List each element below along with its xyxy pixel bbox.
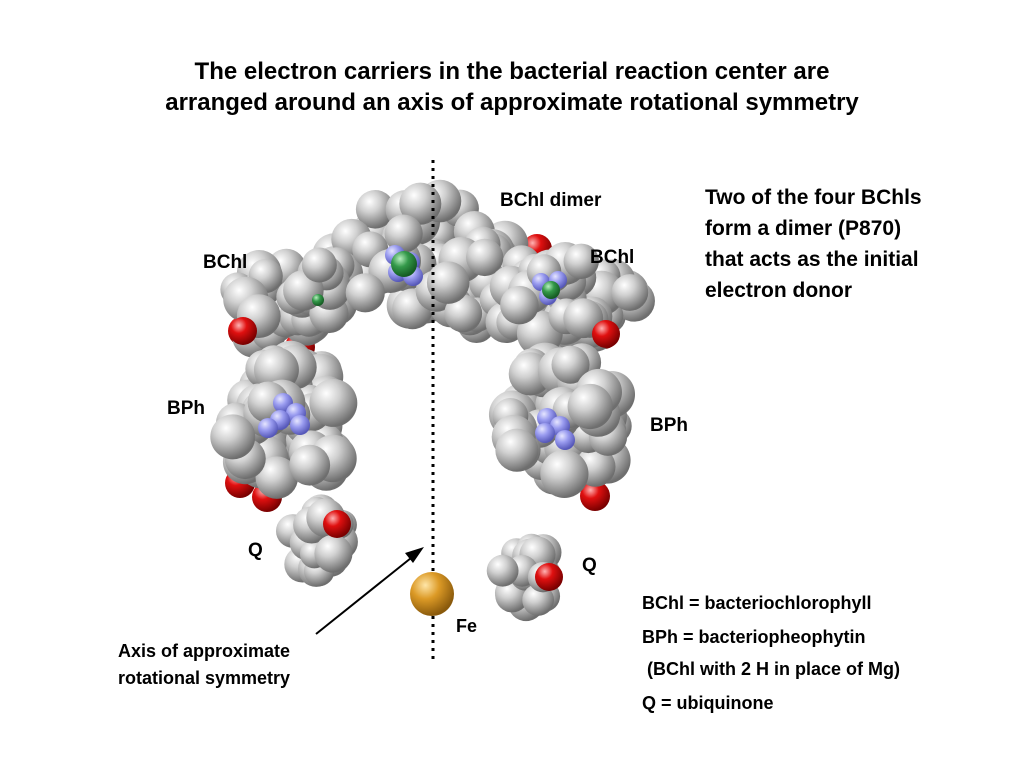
- carbon-atom: [289, 444, 331, 486]
- carbon-atom: [486, 554, 519, 587]
- carbon-atom: [255, 456, 299, 499]
- key-bph: BPh = bacteriopheophytin: [642, 627, 866, 647]
- label-bchl-dimer: BChl dimer: [500, 190, 602, 211]
- key-q: Q = ubiquinone: [642, 693, 774, 713]
- carbon-atom: [355, 189, 395, 229]
- note-line-4: electron donor: [705, 279, 853, 302]
- nitrogen-atom: [258, 418, 278, 438]
- axis-caption-line-2: rotational symmetry: [117, 668, 291, 688]
- magnesium-atom: [542, 281, 560, 299]
- carbon-atom: [301, 247, 337, 283]
- iron-atom: [410, 572, 454, 616]
- dimer-note: Two of the four BChls form a dimer (P870…: [705, 182, 1005, 306]
- carbon-atom: [567, 383, 613, 430]
- label-bph-right: BPh: [650, 415, 688, 436]
- nitrogen-atom: [535, 423, 555, 443]
- carbon-atom: [563, 298, 604, 339]
- oxygen-atom: [580, 481, 610, 511]
- label-q-right: Q: [582, 555, 597, 576]
- carbon-atom: [345, 273, 385, 313]
- carbon-atom: [540, 449, 589, 498]
- note-line-1: Two of the four BChls: [705, 186, 922, 209]
- carbon-atom: [426, 261, 470, 304]
- oxygen-atom: [229, 317, 257, 345]
- note-line-2: form a dimer (P870): [705, 217, 902, 240]
- carbon-atom: [314, 534, 353, 573]
- carbon-atom: [611, 274, 649, 311]
- oxygen-atom: [592, 320, 620, 348]
- carbon-atom: [444, 294, 483, 333]
- label-bph-left: BPh: [167, 398, 205, 419]
- carbon-atom: [500, 285, 539, 325]
- magnesium-atom: [391, 251, 417, 277]
- nitrogen-atom: [555, 430, 575, 450]
- note-line-3: that acts as the initial: [705, 248, 919, 271]
- nitrogen-atom: [290, 415, 310, 435]
- magnesium-atom: [312, 294, 324, 306]
- slide-title: The electron carriers in the bacterial r…: [0, 56, 1024, 118]
- carbon-atom: [563, 243, 599, 279]
- label-bchl-left: BChl: [203, 252, 248, 273]
- carbon-atom: [466, 238, 504, 277]
- axis-arrow: [315, 547, 424, 635]
- oxygen-atom: [323, 510, 351, 538]
- carbon-atom: [495, 428, 539, 472]
- key-bph-note: (BChl with 2 H in place of Mg): [647, 659, 900, 679]
- carbon-atom: [309, 379, 358, 427]
- key-bchl: BChl = bacteriochlorophyll: [642, 593, 872, 613]
- atom-spheres: [210, 179, 655, 622]
- carbon-atom: [551, 345, 590, 384]
- oxygen-atom: [535, 563, 563, 591]
- axis-caption-line-1: Axis of approximate: [117, 641, 291, 661]
- title-line-1: The electron carriers in the bacterial r…: [194, 58, 830, 85]
- label-fe: Fe: [456, 616, 478, 636]
- title-line-2: arranged around an axis of approximate r…: [165, 89, 859, 116]
- carbon-atom: [399, 182, 442, 225]
- carbon-atom: [384, 214, 423, 253]
- label-bchl-right: BChl: [590, 247, 635, 268]
- label-q-left: Q: [248, 540, 263, 561]
- axis-caption: Axis of approximate rotational symmetry: [84, 638, 324, 692]
- carbon-atom: [210, 414, 256, 460]
